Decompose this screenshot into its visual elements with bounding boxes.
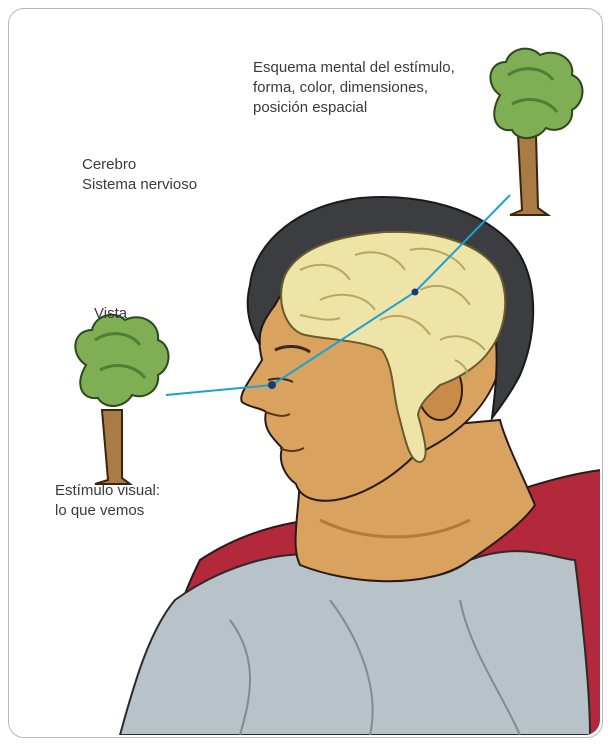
mental-schema-line-2: forma, color, dimensiones, [253,78,455,98]
sight-label: Vista [94,304,127,324]
tree-icon [75,315,168,484]
mental-schema-line-3: posición espacial [253,98,455,118]
visual-stimulus-label: Estímulo visual: lo que vemos [55,481,160,521]
sight-label-text: Vista [94,304,127,324]
visual-stimulus-line-2: lo que vemos [55,501,160,521]
brain-label-line-2: Sistema nervioso [82,175,197,195]
brain-point [412,289,419,296]
brain-label-line-1: Cerebro [82,155,197,175]
mental-schema-label: Esquema mental del estímulo, forma, colo… [253,58,455,118]
mental-schema-line-1: Esquema mental del estímulo, [253,58,455,78]
tree-icon [490,49,582,215]
visual-stimulus-line-1: Estímulo visual: [55,481,160,501]
brain-label: Cerebro Sistema nervioso [82,155,197,195]
eye-point [268,381,276,389]
